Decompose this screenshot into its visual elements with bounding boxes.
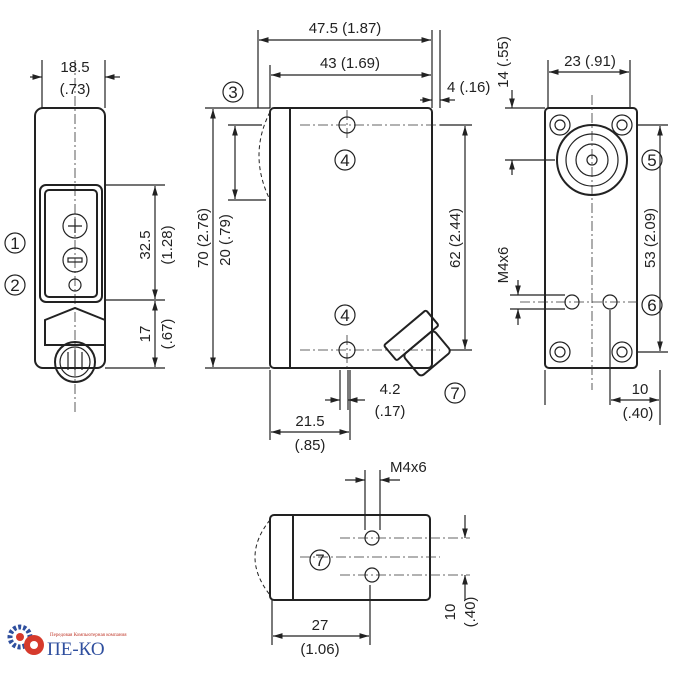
svg-text:62 (2.44): 62 (2.44): [447, 208, 464, 268]
rear-hole-spacing: 53: [642, 251, 659, 268]
hole-spacing: 62: [447, 251, 464, 268]
rear-width-in: (.91): [585, 53, 616, 70]
rear-view: 23 (.91) 14 (.55) 53 (2.09) M4x6 10 (.40…: [495, 36, 668, 425]
connector-offset-in: (.17): [375, 403, 406, 420]
svg-text:20 (.79): 20 (.79): [217, 214, 234, 266]
logo-tagline: Передовая Компьютерная компания: [50, 633, 127, 638]
bottom-hole-pos-in: (1.06): [300, 641, 339, 658]
callout-6: 6: [647, 296, 656, 315]
body-length-in: (1.69): [341, 55, 380, 72]
callout-1: 1: [10, 234, 19, 253]
svg-text:4 (.16): 4 (.16): [447, 79, 490, 96]
window-height-in: (1.28): [159, 225, 176, 264]
bottom-hole-spacing-in: (.40): [462, 597, 479, 628]
connector-height: 17: [137, 326, 154, 343]
svg-text:23 (.91): 23 (.91): [564, 53, 616, 70]
hole-spacing-in: (2.44): [447, 208, 464, 247]
body-length: 43: [320, 55, 337, 72]
hole-pos-in: (.85): [295, 437, 326, 454]
svg-text:47.5 (1.87): 47.5 (1.87): [309, 20, 382, 37]
svg-text:53 (2.09): 53 (2.09): [642, 208, 659, 268]
callout-7a: 7: [450, 384, 459, 403]
hole-pos: 21.5: [295, 413, 324, 430]
svg-text:70 (2.76): 70 (2.76): [195, 208, 212, 268]
svg-text:14 (.55): 14 (.55): [495, 36, 512, 88]
callout-4b: 4: [340, 306, 349, 325]
front-view: 18.5 (.73) 32.5 (1.28) 17 (.67) 1 2: [4, 59, 176, 415]
rear-width: 23: [564, 53, 581, 70]
svg-text:43 (1.69): 43 (1.69): [320, 55, 380, 72]
callout-3: 3: [228, 83, 237, 102]
bottom-view: M4x6 27 (1.06) 10 (.40) 7: [254, 459, 479, 658]
rear-side-in: (.40): [623, 405, 654, 422]
lens-height: 20: [217, 249, 234, 266]
bottom-hole-spacing: 10: [442, 604, 459, 621]
rear-top-in: (.55): [495, 36, 512, 67]
rear-top: 14: [495, 71, 512, 88]
callout-7b: 7: [315, 551, 324, 570]
total-length-in: (1.87): [342, 20, 381, 37]
height-in: (2.76): [195, 208, 212, 247]
callout-2: 2: [10, 276, 19, 295]
bottom-thread: M4x6: [390, 459, 427, 476]
logo: Передовая Компьютерная компания ПЕ-КО: [7, 624, 127, 660]
connector-offset: 4.2: [380, 381, 401, 398]
logo-name: ПЕ-КО: [47, 639, 105, 660]
callout-5: 5: [647, 151, 656, 170]
total-length: 47.5: [309, 20, 338, 37]
rear-thread: M4x6: [495, 247, 512, 284]
rear-hole-spacing-in: (2.09): [642, 208, 659, 247]
connector-height-in: (.67): [159, 319, 176, 350]
side-view: 47.5 (1.87) 43 (1.69) 4 (.16) 70 (2.76) …: [195, 20, 490, 454]
rear-side: 10: [632, 381, 649, 398]
callout-4a: 4: [340, 151, 349, 170]
offset: 4: [447, 79, 455, 96]
window-height: 32.5: [137, 230, 154, 259]
lens-height-in: (.79): [217, 214, 234, 245]
front-width: 18.5: [60, 59, 89, 76]
front-width-in: (.73): [60, 81, 91, 98]
height: 70: [195, 251, 212, 268]
bottom-hole-pos: 27: [312, 617, 329, 634]
offset-in: (.16): [460, 79, 491, 96]
